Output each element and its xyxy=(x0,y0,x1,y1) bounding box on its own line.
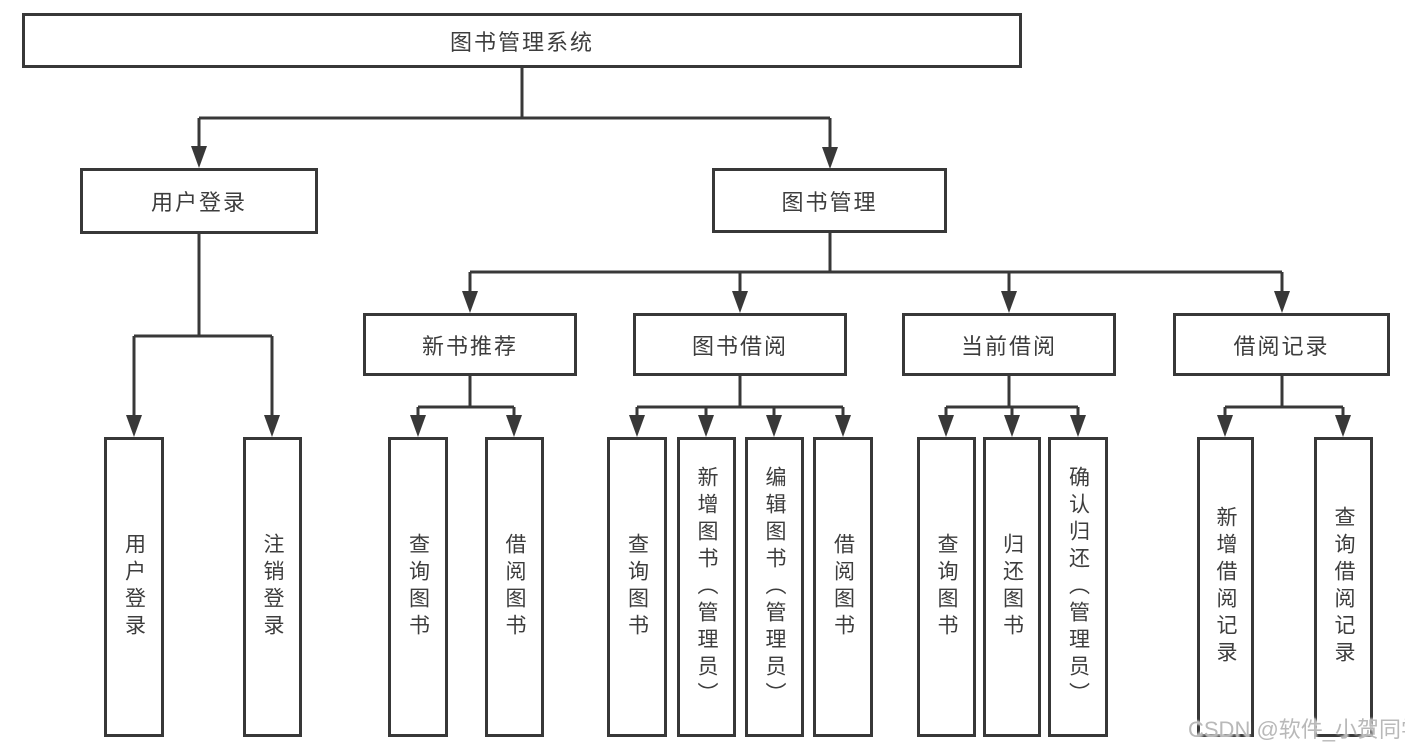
arrow-down-icon xyxy=(1335,415,1351,437)
arrow-down-icon xyxy=(766,415,782,437)
arrow-down-icon xyxy=(629,415,645,437)
arrow-down-icon xyxy=(1001,291,1017,313)
arrow-down-icon xyxy=(191,146,207,168)
arrow-down-icon xyxy=(938,415,954,437)
leaf-newbooks-query-books: 查询图书 xyxy=(388,437,448,737)
arrow-down-icon xyxy=(1004,415,1020,437)
leaf-borrow-query-books: 查询图书 xyxy=(607,437,667,737)
leaf-borrow-borrow-books-label: 借阅图书 xyxy=(831,533,855,641)
leaf-records-add-record-label: 新增借阅记录 xyxy=(1214,506,1237,668)
leaf-records-query-record-label: 查询借阅记录 xyxy=(1332,506,1355,668)
node-book-borrowing: 图书借阅 xyxy=(633,313,847,376)
node-book-management: 图书管理 xyxy=(712,168,947,233)
leaf-borrow-borrow-books: 借阅图书 xyxy=(813,437,873,737)
node-new-book-recommendation: 新书推荐 xyxy=(363,313,577,376)
arrow-down-icon xyxy=(126,415,142,437)
leaf-borrow-edit-books-admin-label: 编辑图书（管理员） xyxy=(763,465,786,709)
arrow-down-icon xyxy=(1274,291,1290,313)
leaf-current-confirm-return-admin-label: 确认归还（管理员） xyxy=(1066,465,1090,709)
leaf-user-login-label: 用户登录 xyxy=(122,533,146,641)
leaf-logout: 注销登录 xyxy=(243,437,302,737)
leaf-newbooks-borrow-books: 借阅图书 xyxy=(485,437,544,737)
leaf-borrow-add-books-admin: 新增图书（管理员） xyxy=(677,437,736,737)
arrow-down-icon xyxy=(462,291,478,313)
leaf-newbooks-query-books-label: 查询图书 xyxy=(406,533,430,641)
arrow-down-icon xyxy=(1070,415,1086,437)
node-new-book-recommendation-label: 新书推荐 xyxy=(421,333,518,359)
arrow-down-icon xyxy=(822,147,838,169)
leaf-newbooks-borrow-books-label: 借阅图书 xyxy=(503,533,526,641)
arrow-down-icon xyxy=(264,415,280,437)
node-borrowing-records: 借阅记录 xyxy=(1173,313,1390,376)
node-borrowing-records-label: 借阅记录 xyxy=(1233,333,1330,359)
node-user-login-label: 用户登录 xyxy=(150,190,247,215)
leaf-current-query-books-label: 查询图书 xyxy=(935,533,958,641)
leaf-borrow-edit-books-admin: 编辑图书（管理员） xyxy=(745,437,804,737)
arrow-down-icon xyxy=(835,415,851,437)
node-current-borrowing-label: 当前借阅 xyxy=(960,333,1057,359)
watermark: CSDN @软件_小贺同学 xyxy=(1188,717,1405,742)
node-user-login: 用户登录 xyxy=(80,168,318,234)
leaf-current-confirm-return-admin: 确认归还（管理员） xyxy=(1048,437,1108,737)
leaf-logout-label: 注销登录 xyxy=(261,533,284,641)
node-root-label: 图书管理系统 xyxy=(449,29,594,55)
leaf-borrow-add-books-admin-label: 新增图书（管理员） xyxy=(695,465,718,709)
node-root: 图书管理系统 xyxy=(22,13,1022,68)
arrow-down-icon xyxy=(698,415,714,437)
leaf-current-return-books-label: 归还图书 xyxy=(1000,533,1024,641)
leaf-current-return-books: 归还图书 xyxy=(983,437,1041,737)
leaf-current-query-books: 查询图书 xyxy=(917,437,976,737)
node-book-management-label: 图书管理 xyxy=(781,189,878,215)
node-book-borrowing-label: 图书借阅 xyxy=(691,333,788,359)
leaf-user-login: 用户登录 xyxy=(104,437,164,737)
leaf-records-query-record: 查询借阅记录 xyxy=(1314,437,1373,737)
leaf-borrow-query-books-label: 查询图书 xyxy=(625,533,649,641)
arrow-down-icon xyxy=(506,415,522,437)
leaf-records-add-record: 新增借阅记录 xyxy=(1197,437,1254,737)
arrow-down-icon xyxy=(410,415,426,437)
arrow-down-icon xyxy=(1217,415,1233,437)
node-current-borrowing: 当前借阅 xyxy=(902,313,1116,376)
arrow-down-icon xyxy=(732,291,748,313)
